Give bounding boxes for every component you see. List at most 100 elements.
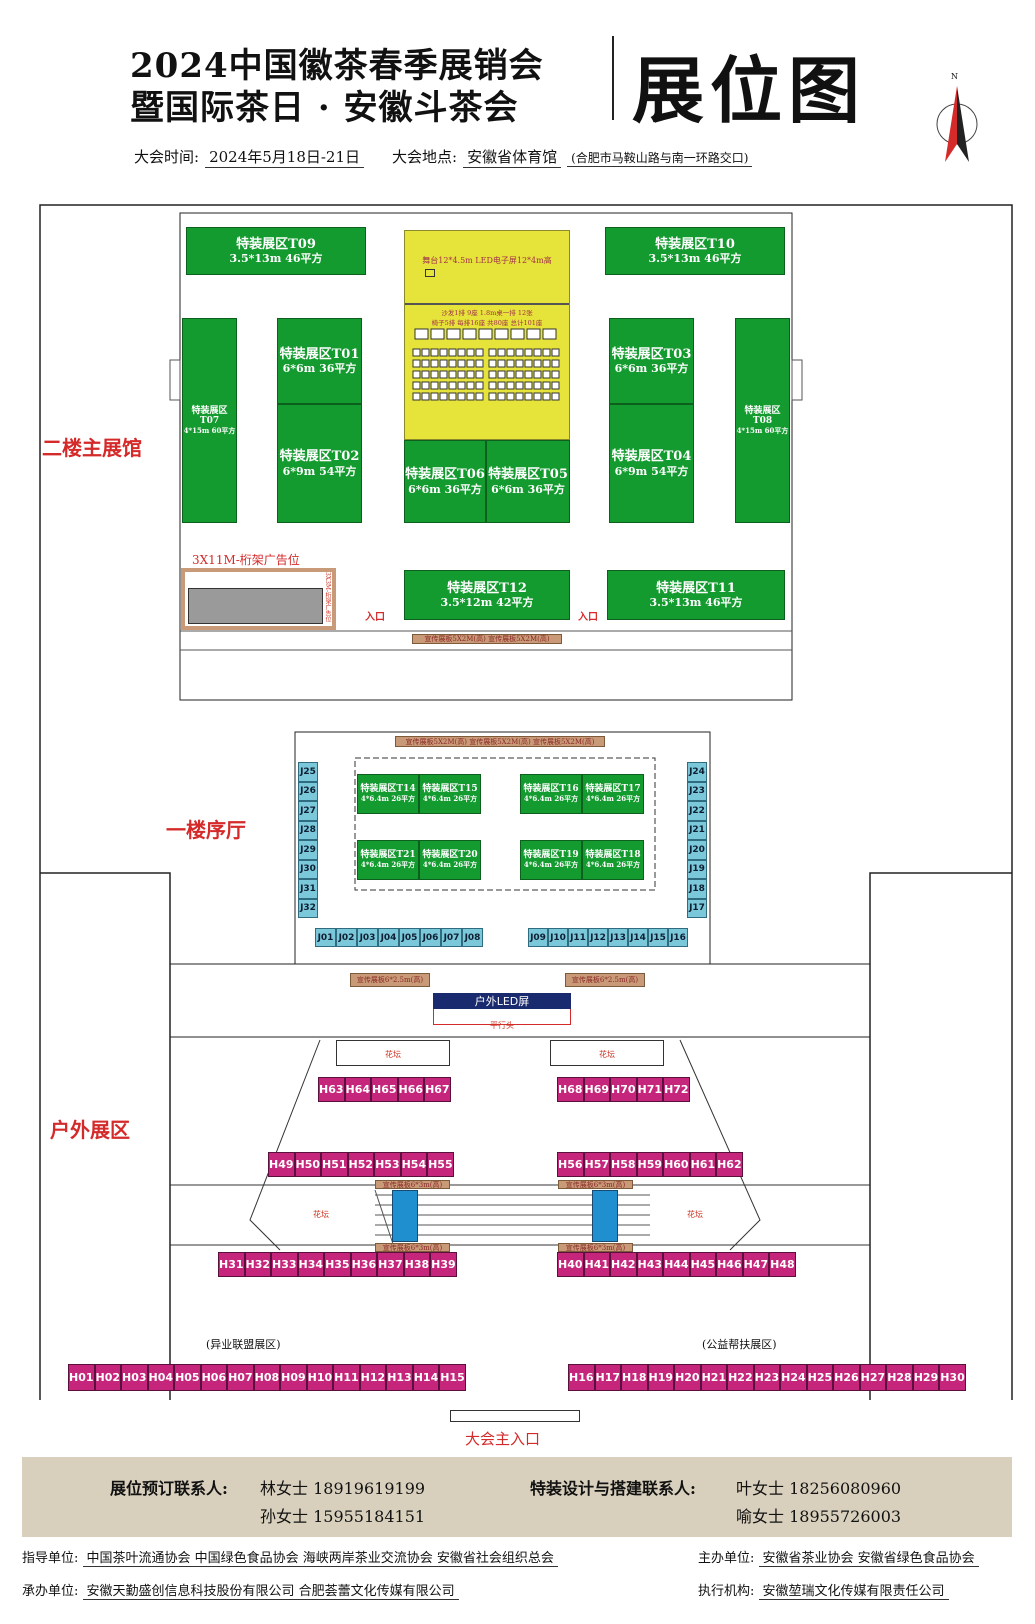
booth-J15[interactable]: J15 <box>648 928 668 947</box>
booth-H22[interactable]: H22 <box>727 1364 754 1391</box>
booth-H05[interactable]: H05 <box>174 1364 201 1391</box>
booth-H17[interactable]: H17 <box>594 1364 622 1391</box>
booth-H16[interactable]: H16 <box>568 1364 595 1391</box>
booth-H06[interactable]: H06 <box>200 1364 228 1391</box>
booth-J09[interactable]: J09 <box>528 928 548 947</box>
booth-J11[interactable]: J11 <box>568 928 588 947</box>
booth-H31[interactable]: H31 <box>218 1252 245 1277</box>
booth-H64[interactable]: H64 <box>344 1077 372 1102</box>
booth-H60[interactable]: H60 <box>663 1152 690 1177</box>
booth-H27[interactable]: H27 <box>859 1364 887 1391</box>
booth-H38[interactable]: H38 <box>403 1252 431 1277</box>
booth-H11[interactable]: H11 <box>333 1364 360 1391</box>
booth-H55[interactable]: H55 <box>427 1152 454 1177</box>
booth-H56[interactable]: H56 <box>557 1152 584 1177</box>
booth-J02[interactable]: J02 <box>336 928 357 947</box>
booth-H40[interactable]: H40 <box>557 1252 584 1277</box>
booth-H47[interactable]: H47 <box>742 1252 770 1277</box>
booth-J17[interactable]: J17 <box>687 898 707 918</box>
booth-H26[interactable]: H26 <box>833 1364 860 1391</box>
booth-J28[interactable]: J28 <box>298 820 318 840</box>
booth-H02[interactable]: H02 <box>94 1364 122 1391</box>
booth-H28[interactable]: H28 <box>886 1364 913 1391</box>
booth-H24[interactable]: H24 <box>780 1364 807 1391</box>
booth-J01[interactable]: J01 <box>315 928 336 947</box>
main-entrance-label[interactable]: 大会主入口 <box>465 1430 541 1448</box>
booth-J05[interactable]: J05 <box>399 928 420 947</box>
entrance-left[interactable]: 入口 <box>365 612 385 623</box>
booth-J06[interactable]: J06 <box>420 928 441 947</box>
booth-J03[interactable]: J03 <box>357 928 378 947</box>
booth-J27[interactable]: J27 <box>298 801 318 821</box>
booth-H01[interactable]: H01 <box>68 1364 95 1391</box>
booth-H29[interactable]: H29 <box>912 1364 940 1391</box>
booth-H37[interactable]: H37 <box>377 1252 404 1277</box>
booth-J21[interactable]: J21 <box>687 820 707 840</box>
booth-H65[interactable]: H65 <box>371 1077 398 1102</box>
booth-H33[interactable]: H33 <box>271 1252 298 1277</box>
booth-J25[interactable]: J25 <box>298 762 318 782</box>
booth-J20[interactable]: J20 <box>687 840 707 860</box>
booth-H59[interactable]: H59 <box>636 1152 664 1177</box>
booth-J19[interactable]: J19 <box>687 859 707 879</box>
booth-H04[interactable]: H04 <box>147 1364 175 1391</box>
booth-H14[interactable]: H14 <box>412 1364 440 1391</box>
booth-H25[interactable]: H25 <box>806 1364 834 1391</box>
booth-H21[interactable]: H21 <box>700 1364 728 1391</box>
booth-H03[interactable]: H03 <box>121 1364 148 1391</box>
booth-H44[interactable]: H44 <box>663 1252 690 1277</box>
booth-H49[interactable]: H49 <box>268 1152 295 1177</box>
booth-J12[interactable]: J12 <box>588 928 608 947</box>
booth-H53[interactable]: H53 <box>374 1152 401 1177</box>
booth-H72[interactable]: H72 <box>663 1077 690 1102</box>
booth-J13[interactable]: J13 <box>608 928 628 947</box>
booth-J26[interactable]: J26 <box>298 781 318 801</box>
booth-H13[interactable]: H13 <box>386 1364 413 1391</box>
booth-H58[interactable]: H58 <box>610 1152 637 1177</box>
booth-J30[interactable]: J30 <box>298 859 318 879</box>
booth-H34[interactable]: H34 <box>297 1252 325 1277</box>
booth-H20[interactable]: H20 <box>674 1364 701 1391</box>
booth-H39[interactable]: H39 <box>430 1252 457 1277</box>
booth-H54[interactable]: H54 <box>400 1152 428 1177</box>
booth-H41[interactable]: H41 <box>583 1252 611 1277</box>
booth-H66[interactable]: H66 <box>397 1077 425 1102</box>
booth-H43[interactable]: H43 <box>636 1252 664 1277</box>
booth-H08[interactable]: H08 <box>253 1364 281 1391</box>
booth-H19[interactable]: H19 <box>647 1364 675 1391</box>
booth-H62[interactable]: H62 <box>716 1152 743 1177</box>
booth-H61[interactable]: H61 <box>689 1152 717 1177</box>
booth-J23[interactable]: J23 <box>687 781 707 801</box>
booth-H42[interactable]: H42 <box>610 1252 637 1277</box>
booth-J04[interactable]: J04 <box>378 928 399 947</box>
booth-J08[interactable]: J08 <box>462 928 483 947</box>
booth-H32[interactable]: H32 <box>244 1252 272 1277</box>
booth-H07[interactable]: H07 <box>227 1364 254 1391</box>
booth-H48[interactable]: H48 <box>769 1252 796 1277</box>
booth-H30[interactable]: H30 <box>939 1364 966 1391</box>
booth-H70[interactable]: H70 <box>610 1077 637 1102</box>
booth-H69[interactable]: H69 <box>583 1077 611 1102</box>
booth-H10[interactable]: H10 <box>306 1364 334 1391</box>
booth-J18[interactable]: J18 <box>687 879 707 899</box>
booth-H18[interactable]: H18 <box>621 1364 648 1391</box>
booth-H57[interactable]: H57 <box>583 1152 611 1177</box>
booth-J14[interactable]: J14 <box>628 928 648 947</box>
booth-H46[interactable]: H46 <box>716 1252 743 1277</box>
booth-J31[interactable]: J31 <box>298 879 318 899</box>
booth-H52[interactable]: H52 <box>347 1152 375 1177</box>
